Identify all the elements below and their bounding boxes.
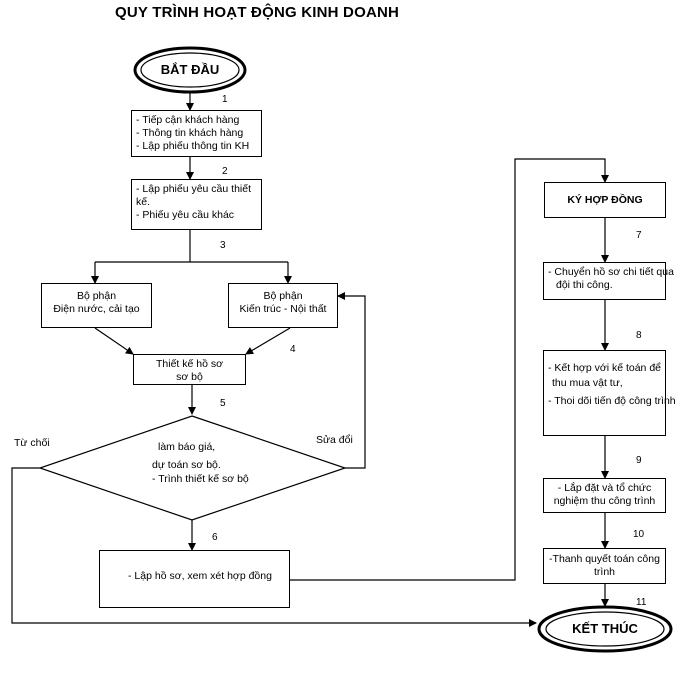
- reject-label: Từ chối: [14, 437, 50, 449]
- step-number-4: 4: [290, 344, 296, 355]
- step-sign-contract: KÝ HỢP ĐỒNG: [544, 182, 666, 218]
- step6-line1: - Lập hồ sơ, xem xét hợp đồng: [128, 570, 272, 582]
- step8-line2: thu mua vật tư,: [552, 377, 623, 389]
- step-installation-acceptance: - Lắp đặt và tổ chức nghiệm thu công trì…: [543, 478, 666, 513]
- step-number-2: 2: [222, 166, 228, 177]
- dept1-line1: Bộ phận: [76, 290, 117, 302]
- step-approach-customer: - Tiếp cận khách hàng - Thông tin khách …: [131, 110, 262, 157]
- dept2-line1: Bộ phận: [263, 290, 303, 302]
- decision-line2: dự toán sơ bộ.: [152, 459, 221, 471]
- step-number-10: 10: [633, 529, 645, 540]
- contract-label: KÝ HỢP ĐỒNG: [567, 194, 643, 206]
- dept2-line2: Kiến trúc - Nội thất: [239, 303, 327, 315]
- step9-line2: nghiệm thu công trình: [553, 495, 656, 507]
- step-number-7: 7: [636, 230, 642, 241]
- step-settlement: -Thanh quyết toán công trình: [543, 548, 666, 584]
- step-procurement-tracking: - Kết hợp với kế toán để thu mua vật tư,…: [543, 350, 676, 436]
- step-contract-review: - Lập hồ sơ, xem xét hợp đồng: [99, 550, 290, 608]
- step-number-6: 6: [212, 532, 218, 543]
- design-line2: sơ bộ: [176, 371, 203, 383]
- dept-architecture-interior: Bộ phận Kiến trúc - Nội thất: [228, 283, 338, 328]
- revise-label: Sửa đổi: [316, 434, 353, 446]
- step-number-11: 11: [636, 597, 647, 608]
- step2-line1: - Lập phiếu yêu cầu thiết: [136, 183, 251, 195]
- dept-electric-water: Bộ phận Điện nước, cải tạo: [41, 283, 152, 328]
- step1-line2: - Thông tin khách hàng: [136, 127, 244, 139]
- step-number-3: 3: [220, 240, 226, 251]
- step8-line3: - Thoi dõi tiến độ công trình: [548, 395, 676, 407]
- step1-line3: - Lập phiếu thông tin KH: [136, 140, 250, 152]
- step10-line2: trình: [593, 566, 615, 578]
- step9-line1: - Lắp đặt và tổ chức: [557, 482, 652, 494]
- step-number-1: 1: [222, 94, 228, 105]
- step-transfer-documents: - Chuyển hồ sơ chi tiết qua đội thi công…: [543, 262, 674, 300]
- step-preliminary-design: Thiết kế hồ sơ sơ bộ: [133, 354, 246, 385]
- design-line1: Thiết kế hồ sơ: [156, 358, 223, 370]
- step-number-8: 8: [636, 330, 642, 341]
- end-oval-outer: [537, 605, 673, 653]
- start-label: BẮT ĐẦU: [160, 62, 220, 77]
- step2-line3: - Phiếu yêu cầu khác: [136, 209, 235, 221]
- step2-line2: kế.: [136, 196, 151, 208]
- decision-line3: - Trình thiết kế sơ bộ: [152, 473, 249, 485]
- step10-line1: -Thanh quyết toán công: [549, 553, 660, 565]
- diagram-title: QUY TRÌNH HOẠT ĐỘNG KINH DOANH: [115, 4, 400, 21]
- step-design-request: - Lập phiếu yêu cầu thiết kế. - Phiếu yê…: [131, 179, 262, 230]
- step-number-9: 9: [636, 455, 642, 466]
- dept1-line2: Điện nước, cải tạo: [53, 303, 140, 315]
- step7-line1: - Chuyển hồ sơ chi tiết qua: [548, 266, 674, 278]
- decision-line1: làm báo giá,: [158, 441, 216, 453]
- end-oval-inner: [545, 611, 665, 647]
- step1-line1: - Tiếp cận khách hàng: [136, 114, 240, 126]
- decision-text: làm báo giá, dự toán sơ bộ. - Trình thiế…: [138, 440, 249, 486]
- step-number-5: 5: [220, 398, 226, 409]
- step7-line2: đội thi công.: [556, 279, 613, 291]
- step8-line1: - Kết hợp với kế toán để: [548, 362, 661, 374]
- end-label: KẾT THÚC: [572, 621, 638, 636]
- start-oval-inner: [140, 52, 240, 88]
